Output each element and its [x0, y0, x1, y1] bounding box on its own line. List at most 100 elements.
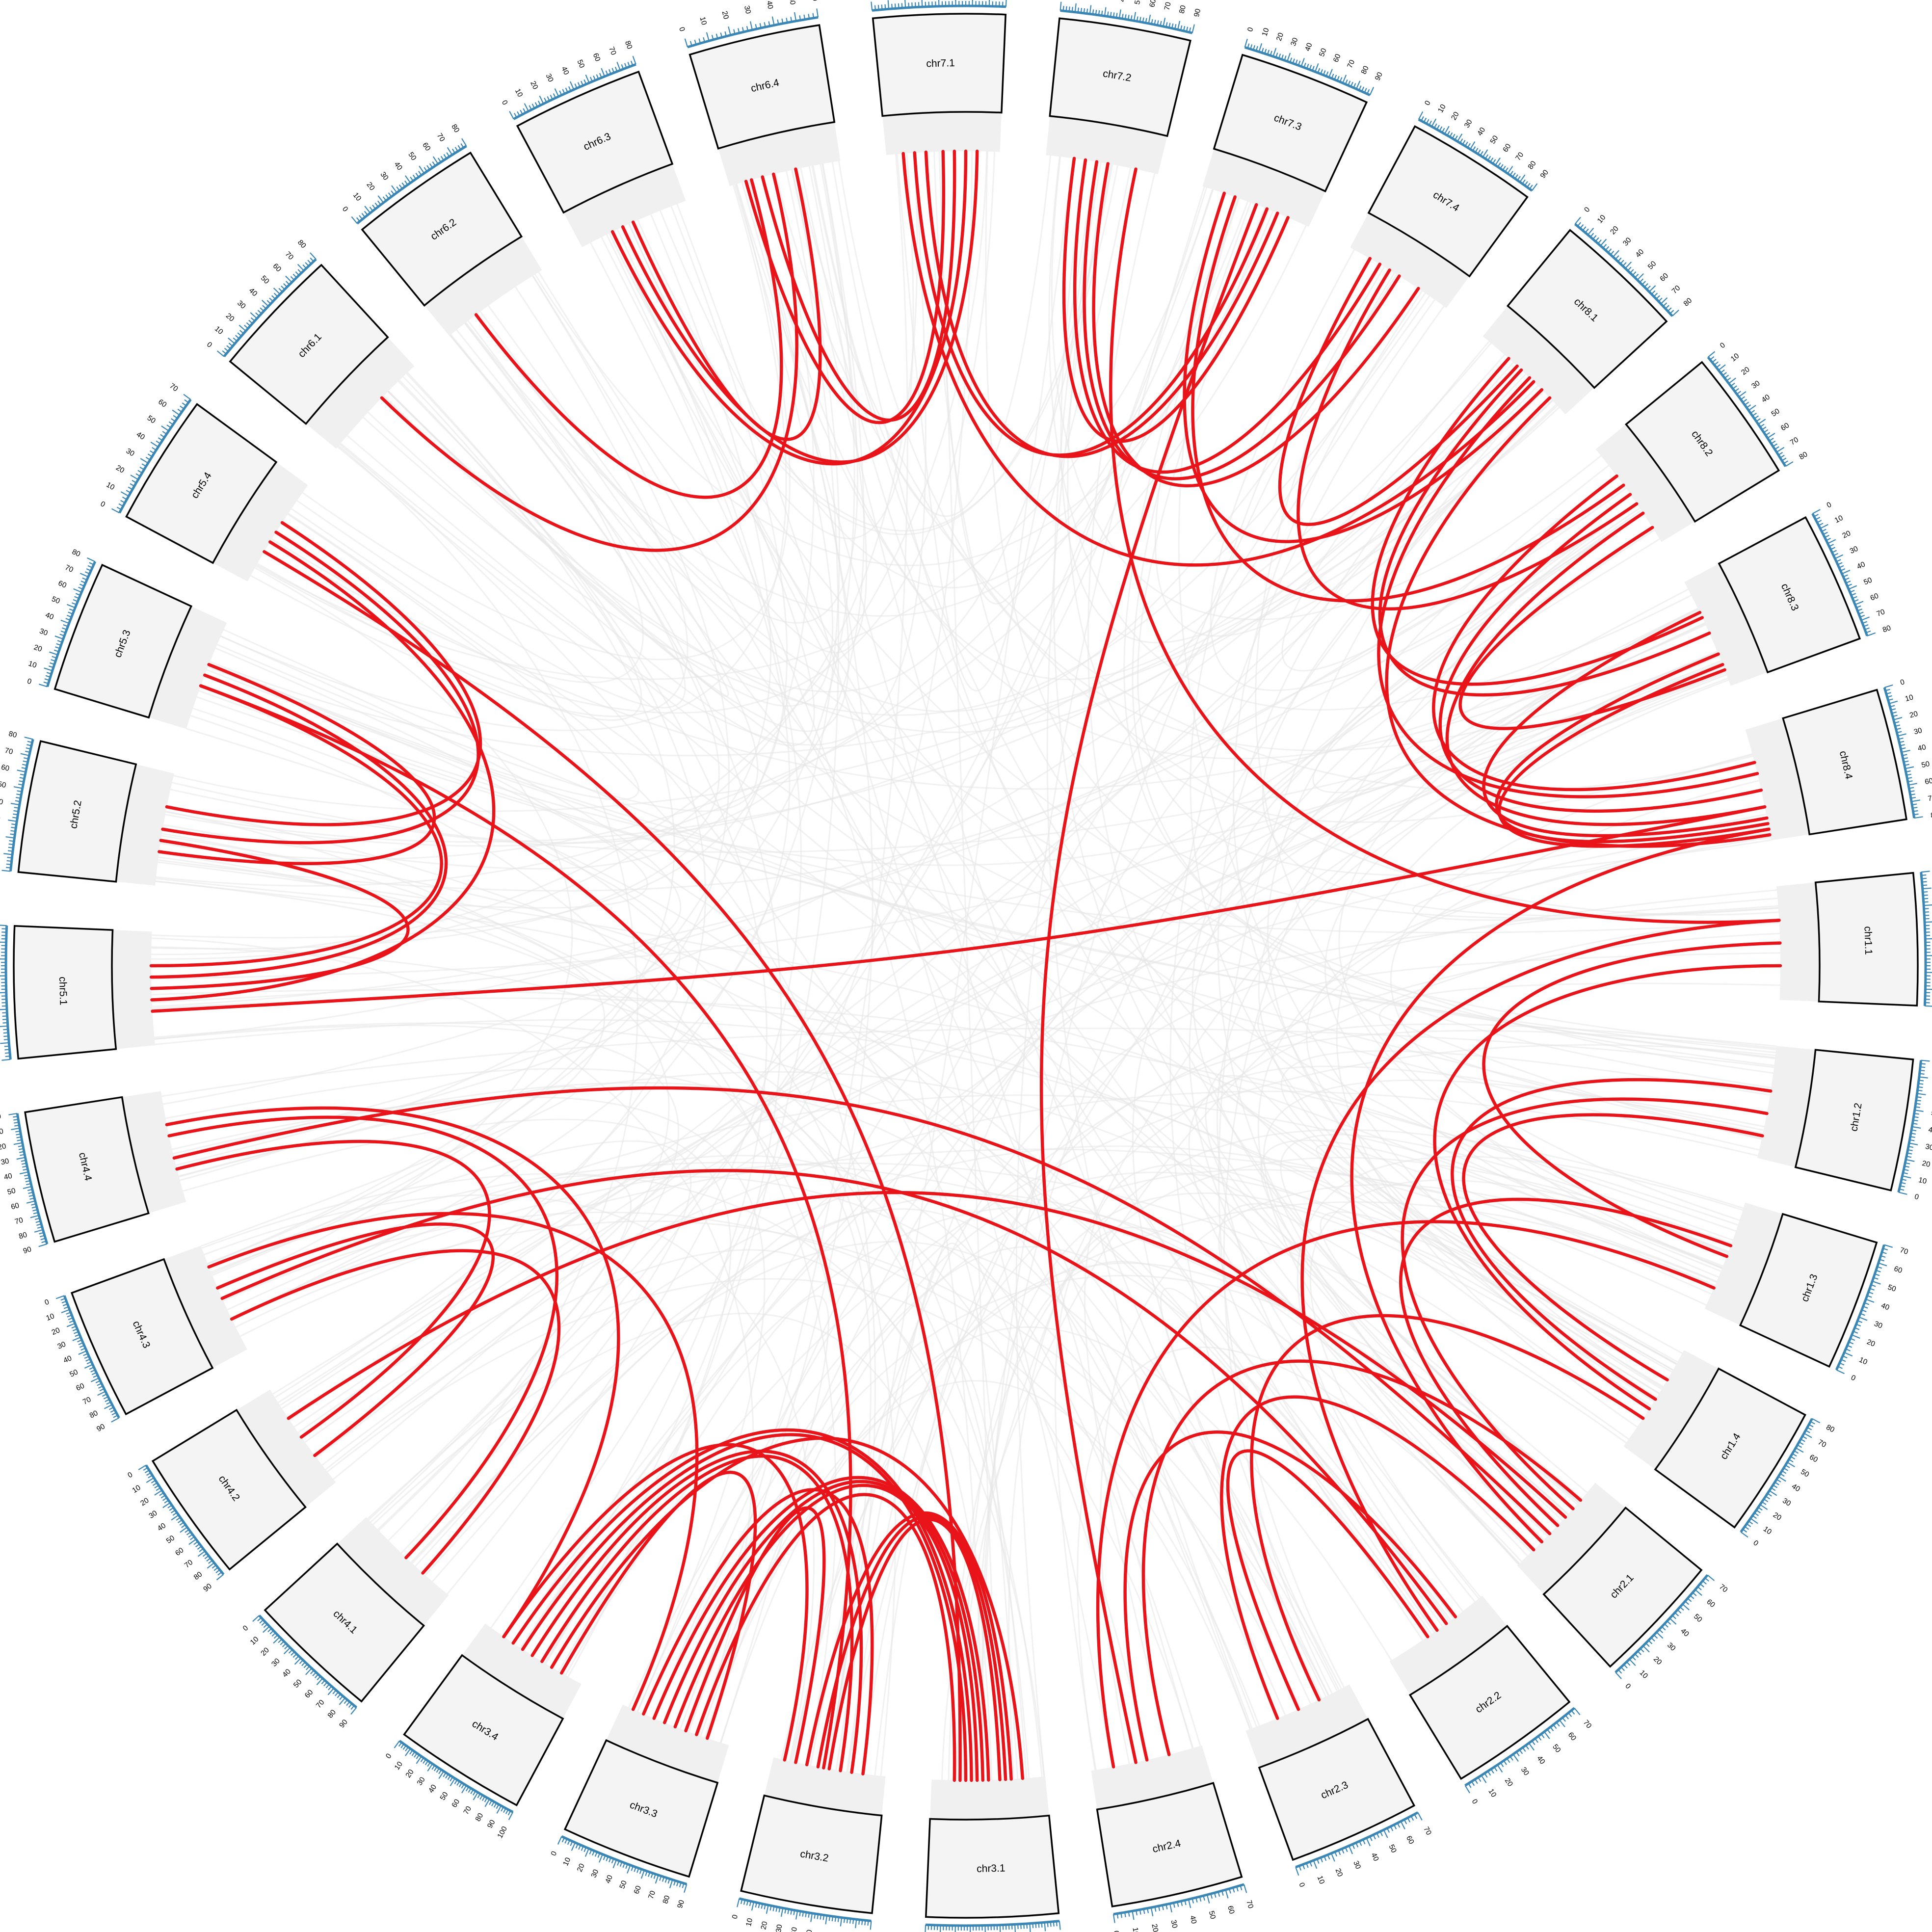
axis-tick	[1339, 77, 1343, 82]
axis-tick	[1529, 185, 1533, 189]
axis-tick	[412, 174, 417, 180]
tick-label: 60	[1332, 53, 1343, 63]
axis-tick	[627, 62, 631, 67]
axis-tick	[1366, 1837, 1371, 1847]
axis-tick	[1728, 377, 1736, 384]
tick-label: 10	[1729, 352, 1741, 364]
axis-tick	[90, 1369, 96, 1373]
axis-tick	[609, 1857, 611, 1863]
background-link	[812, 155, 1052, 517]
axis-tick	[278, 288, 283, 292]
axis-tick	[188, 1534, 193, 1538]
axis-tick	[1393, 1825, 1397, 1829]
axis-line	[1060, 9, 1193, 34]
axis-tick	[599, 1854, 603, 1863]
tick-label: 0	[731, 1914, 740, 1920]
link-chr1.3-chr2.4	[1096, 1220, 1716, 1769]
axis-tick	[1353, 83, 1356, 88]
axis-tick	[759, 23, 762, 28]
axis-tick	[755, 24, 757, 29]
axis-tick	[405, 175, 411, 184]
axis-tick	[1120, 1913, 1123, 1918]
axis-tick	[777, 19, 779, 25]
axis-tick	[1690, 1595, 1694, 1599]
axis-tick	[1244, 38, 1248, 48]
axis-tick	[1130, 15, 1133, 21]
axis-tick	[69, 1320, 75, 1323]
axis-tick	[261, 299, 269, 307]
axis-line	[1883, 687, 1916, 819]
axis-tick	[173, 415, 178, 419]
tick-label: 20	[1450, 110, 1461, 122]
background-link	[206, 669, 1763, 1135]
link-chr1.1-chr1.4	[1433, 964, 1782, 1411]
axis-tick	[297, 264, 304, 271]
axis-tick	[1439, 126, 1443, 132]
tick-label: 10	[249, 1635, 261, 1647]
axis-line	[1464, 1707, 1575, 1787]
axis-tick	[59, 634, 65, 636]
axis-tick	[820, 1914, 822, 1920]
axis-tick	[140, 458, 149, 464]
ideogram-box	[229, 264, 389, 425]
axis-tick	[1881, 1251, 1887, 1254]
axis-tick	[1677, 1609, 1682, 1614]
axis-tick	[84, 571, 90, 575]
background-link	[208, 666, 1779, 933]
axis-tick	[1605, 246, 1610, 251]
axis-tick	[1154, 20, 1156, 25]
axis-tick	[1136, 16, 1138, 22]
tick-label: 20	[51, 1326, 61, 1337]
tick-label: 20	[224, 312, 236, 323]
axis-tick	[1718, 364, 1726, 371]
axis-tick	[1921, 871, 1930, 873]
axis-tick	[1580, 224, 1584, 229]
tick-label: 40	[789, 1927, 799, 1932]
axis-tick	[74, 596, 79, 599]
tick-label: 30	[589, 1868, 600, 1879]
background-link	[155, 880, 678, 1166]
background-link	[316, 385, 1538, 1458]
axis-tick	[1765, 1496, 1771, 1500]
tick-label: 40	[1679, 1627, 1691, 1639]
axis-tick	[1904, 764, 1909, 766]
axis-tick	[97, 1391, 106, 1396]
ideogram-box	[740, 1794, 883, 1914]
axis-tick	[810, 1913, 813, 1922]
axis-tick	[179, 1522, 185, 1526]
axis-tick	[1905, 766, 1914, 769]
axis-tick	[132, 479, 137, 483]
axis-tick	[517, 111, 520, 116]
axis-tick	[676, 1881, 679, 1887]
tick-label: 20	[1772, 1510, 1783, 1522]
axis-tick	[550, 95, 553, 100]
axis-tick	[1306, 63, 1309, 69]
axis-tick	[288, 1649, 293, 1654]
axis-tick	[1901, 1178, 1907, 1181]
axis-tick	[217, 1571, 222, 1576]
background-link	[223, 1211, 1301, 1709]
axis-tick	[1355, 1842, 1359, 1848]
tick-label: 20	[1908, 710, 1918, 720]
axis-tick	[31, 1206, 37, 1209]
axis-tick	[212, 1564, 216, 1569]
tick-label: 20	[720, 10, 731, 20]
axis-tick	[1909, 787, 1914, 789]
axis-tick	[706, 32, 710, 41]
axis-tick	[1487, 1771, 1491, 1776]
axis-tick	[766, 1905, 769, 1914]
axis-tick	[1803, 1432, 1812, 1438]
axis-tick	[1110, 12, 1112, 17]
axis-tick	[1338, 1850, 1341, 1855]
axis-tick	[50, 662, 55, 665]
tick-label: 20	[1275, 31, 1285, 42]
axis-tick	[1914, 816, 1923, 819]
axis-tick	[1858, 1316, 1868, 1321]
axis-tick	[749, 21, 753, 30]
axis-tick	[843, 1918, 846, 1923]
tick-label: 70	[1163, 1, 1173, 11]
axis-tick	[60, 630, 66, 634]
